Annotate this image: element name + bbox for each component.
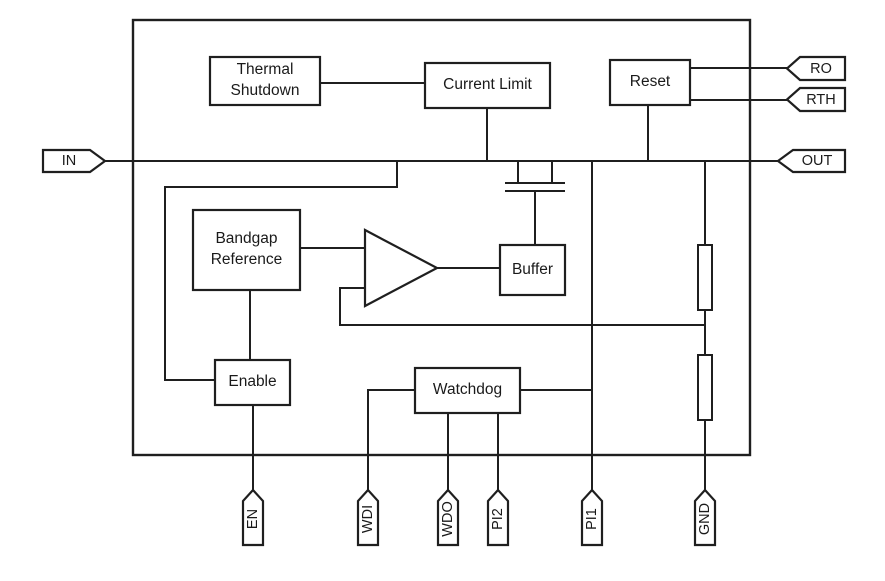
pin-en-flag [241, 488, 265, 547]
pin-pi2-flag [486, 488, 510, 547]
pin-wdo-flag [436, 488, 460, 547]
bandgap-reference-block [191, 208, 302, 292]
pin-out-flag [776, 148, 847, 174]
pin-in-flag [41, 148, 107, 174]
resistor-top [697, 244, 713, 311]
pin-rth-flag [785, 86, 847, 113]
thermal-shutdown-block [208, 55, 322, 107]
error-amplifier-triangle [363, 228, 440, 308]
reset-block [608, 58, 692, 107]
buffer-block [498, 243, 567, 297]
ic-boundary [131, 18, 752, 457]
pin-gnd-flag [693, 488, 717, 547]
pin-wdi-flag [356, 488, 380, 547]
pin-pi1-flag [580, 488, 604, 547]
current-limit-block [423, 61, 552, 110]
watchdog-block [413, 366, 522, 415]
resistor-bottom [697, 354, 713, 421]
enable-block [213, 358, 292, 407]
pin-ro-flag [785, 55, 847, 82]
